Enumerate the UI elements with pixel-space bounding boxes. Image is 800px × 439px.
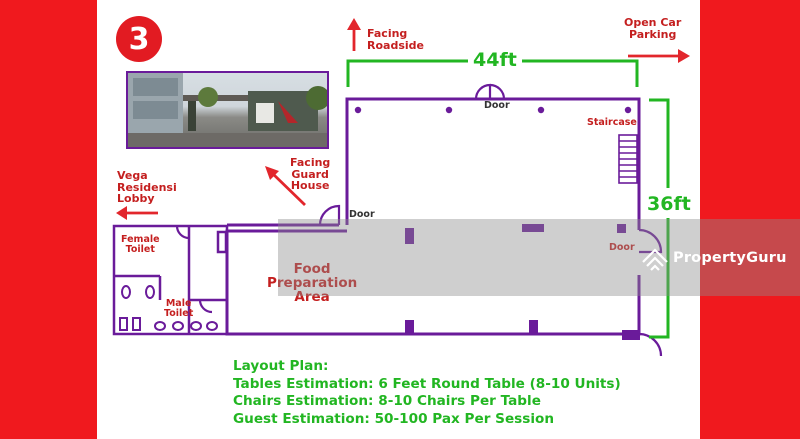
layout-plan-line: Guest Estimation: 50-100 Pax Per Session [233, 410, 555, 427]
building-photo [126, 71, 329, 149]
facing-roadside-label: Facing Roadside [367, 27, 424, 52]
dimension-width [346, 59, 639, 87]
door-right-label: Door [609, 242, 635, 253]
columns [354, 106, 640, 340]
arrows [116, 18, 690, 220]
food-preparation-area-label: Food Preparation Area [267, 261, 358, 306]
staircase-label: Staircase [587, 117, 637, 128]
female-toilet-label: Female Toilet [121, 234, 160, 255]
door-top-label: Door [484, 100, 510, 111]
dimension-depth [649, 98, 670, 339]
section-number-badge: 3 [116, 16, 162, 62]
width-dimension-label: 44ft [473, 49, 517, 71]
door-left-label: Door [349, 209, 375, 220]
vega-lobby-label: Vega Residensi Lobby [117, 169, 177, 206]
layout-plan-title: Layout Plan: [233, 358, 329, 374]
layout-plan-line: Tables Estimation: 6 Feet Round Table (8… [233, 375, 621, 392]
open-car-parking-label: Open Car Parking [624, 16, 682, 41]
toilet-block [112, 224, 229, 336]
layout-plan-line: Chairs Estimation: 8-10 Chairs Per Table [233, 393, 541, 409]
layout-plan-notes: Layout Plan: Tables Estimation: 6 Feet R… [233, 358, 621, 428]
watermark-band [278, 219, 800, 296]
building-photo-drawing [128, 73, 327, 147]
male-toilet-label: Male Toilet [164, 298, 194, 319]
depth-dimension-label: 36ft [647, 193, 691, 215]
toilet-fixtures [119, 285, 218, 331]
watermark-text: PropertyGuru [673, 250, 787, 266]
staircase [618, 134, 638, 184]
facing-guard-house-label: Facing Guard House [290, 156, 331, 193]
